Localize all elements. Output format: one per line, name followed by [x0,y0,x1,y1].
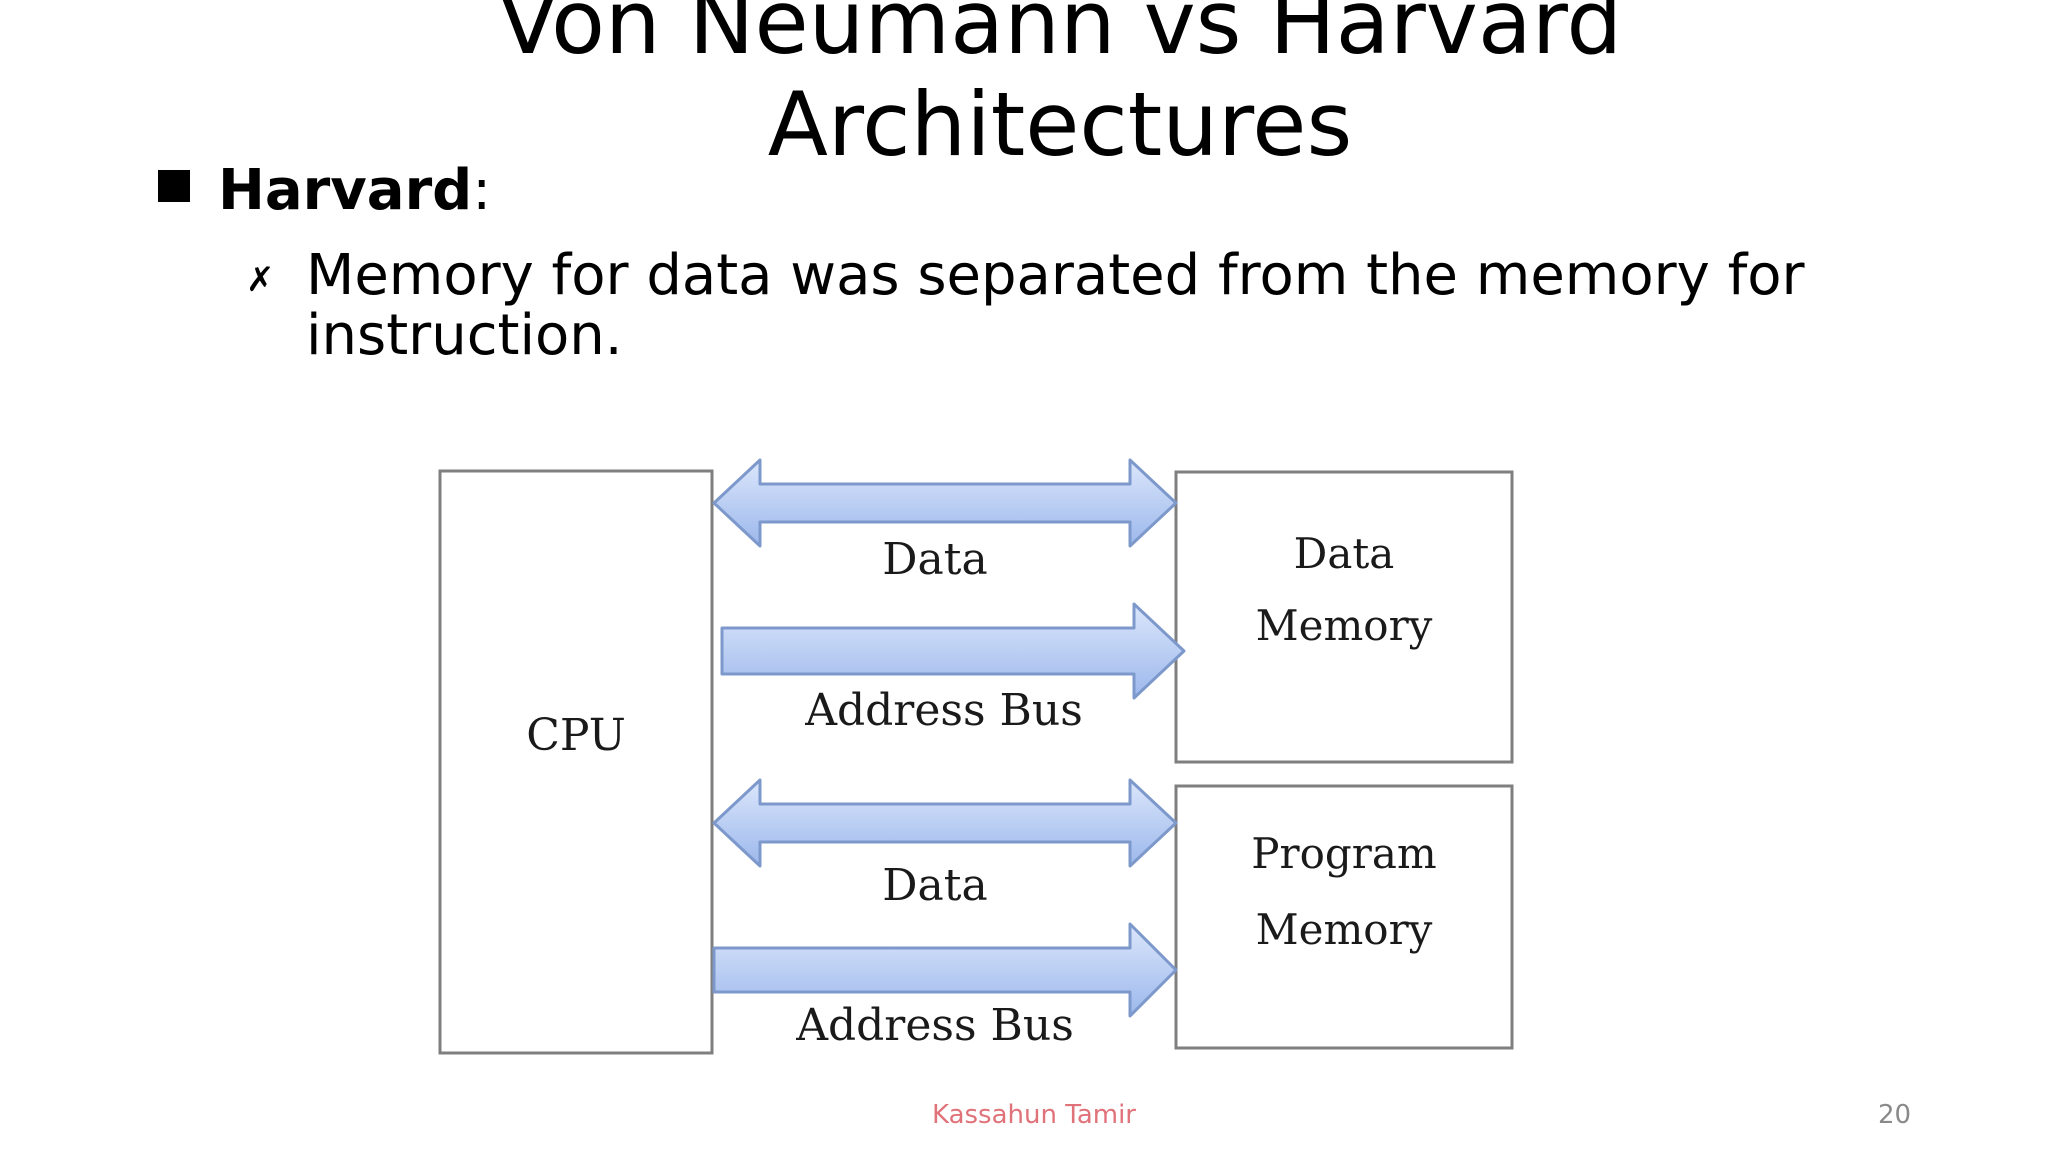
bullet-harvard-text: Harvard: [218,158,491,224]
upper-data-bidirectional-arrow [712,458,1178,548]
lower-address-bus-label: Address Bus [795,1000,1074,1051]
bullet-heading: Harvard [218,158,473,223]
program-memory-label-line2: Memory [1256,905,1433,954]
program-memory-label-line1: Program [1251,829,1436,878]
square-bullet-icon [158,170,190,202]
upper-address-bus-label: Address Bus [804,685,1083,736]
program-memory-box [1174,784,1514,1050]
upper-address-arrow [720,602,1186,700]
lower-data-label: Data [882,860,987,911]
slide-title-line2: Architectures [767,73,1353,176]
harvard-architecture-diagram: CPU Data Memory Program Memory Data Addr… [438,458,1514,1055]
upper-data-label: Data [882,534,987,585]
check-bullet-icon: ✗ [246,260,275,300]
bullet-heading-suffix: : [472,158,492,223]
slide-title-line1: Von Neumann vs Harvard [497,0,1623,74]
lower-data-bidirectional-arrow [712,778,1178,868]
slide-title: Von Neumann vs Harvard Architectures [0,0,2048,176]
data-memory-label-line2: Memory [1256,601,1433,650]
footer-author: Kassahun Tamir [931,1100,1136,1130]
data-memory-label-line1: Data [1294,529,1395,578]
page-number: 20 [1878,1100,1912,1130]
sub-bullet-text: Memory for data was separated from the m… [306,243,1805,368]
cpu-label: CPU [526,710,626,761]
lower-address-arrow [712,922,1178,1018]
cpu-box [438,469,714,1055]
data-memory-box [1174,470,1514,764]
